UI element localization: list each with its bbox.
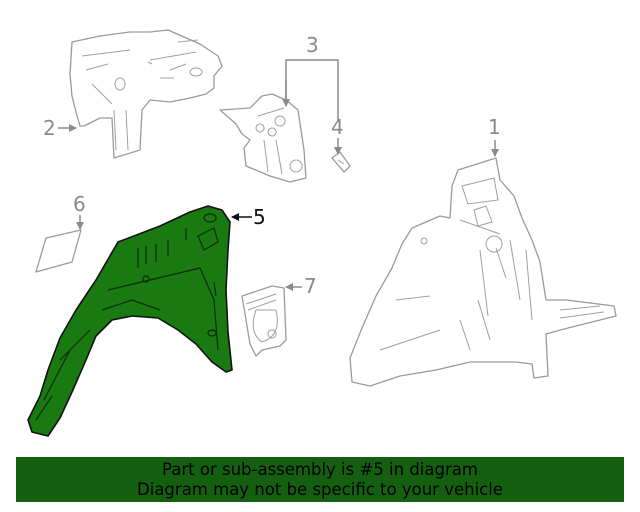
callout-7[interactable]: 7: [285, 274, 317, 298]
callout-2-label: 2: [43, 116, 56, 140]
callout-4[interactable]: 4: [331, 115, 344, 155]
callout-3-label: 3: [306, 33, 319, 57]
callout-7-label: 7: [304, 274, 317, 298]
part-5-wheelhouse-panel[interactable]: [27, 205, 233, 437]
callout-1[interactable]: 1: [488, 115, 501, 157]
callout-3[interactable]: 3: [282, 33, 339, 122]
callout-4-label: 4: [331, 115, 344, 139]
callout-5[interactable]: 5: [231, 205, 266, 229]
callout-6-label: 6: [73, 192, 86, 216]
callout-5-label: 5: [253, 205, 266, 229]
banner-line-part: Part or sub-assembly is #5 in diagram: [162, 460, 478, 479]
part-3-bracket[interactable]: [219, 93, 307, 183]
part-1-inner-quarter[interactable]: [349, 157, 617, 387]
part-6-patch[interactable]: [35, 229, 82, 273]
banner-line-disclaimer: Diagram may not be specific to your vehi…: [137, 480, 503, 499]
diagram-notice-banner: Part or sub-assembly is #5 in diagram Di…: [16, 457, 624, 502]
callout-2[interactable]: 2: [43, 116, 77, 140]
callout-1-label: 1: [488, 115, 501, 139]
part-7-plate[interactable]: [241, 285, 287, 357]
callout-6[interactable]: 6: [73, 192, 86, 230]
part-4-clip[interactable]: [331, 151, 351, 173]
part-2-bracket[interactable]: [69, 29, 223, 159]
